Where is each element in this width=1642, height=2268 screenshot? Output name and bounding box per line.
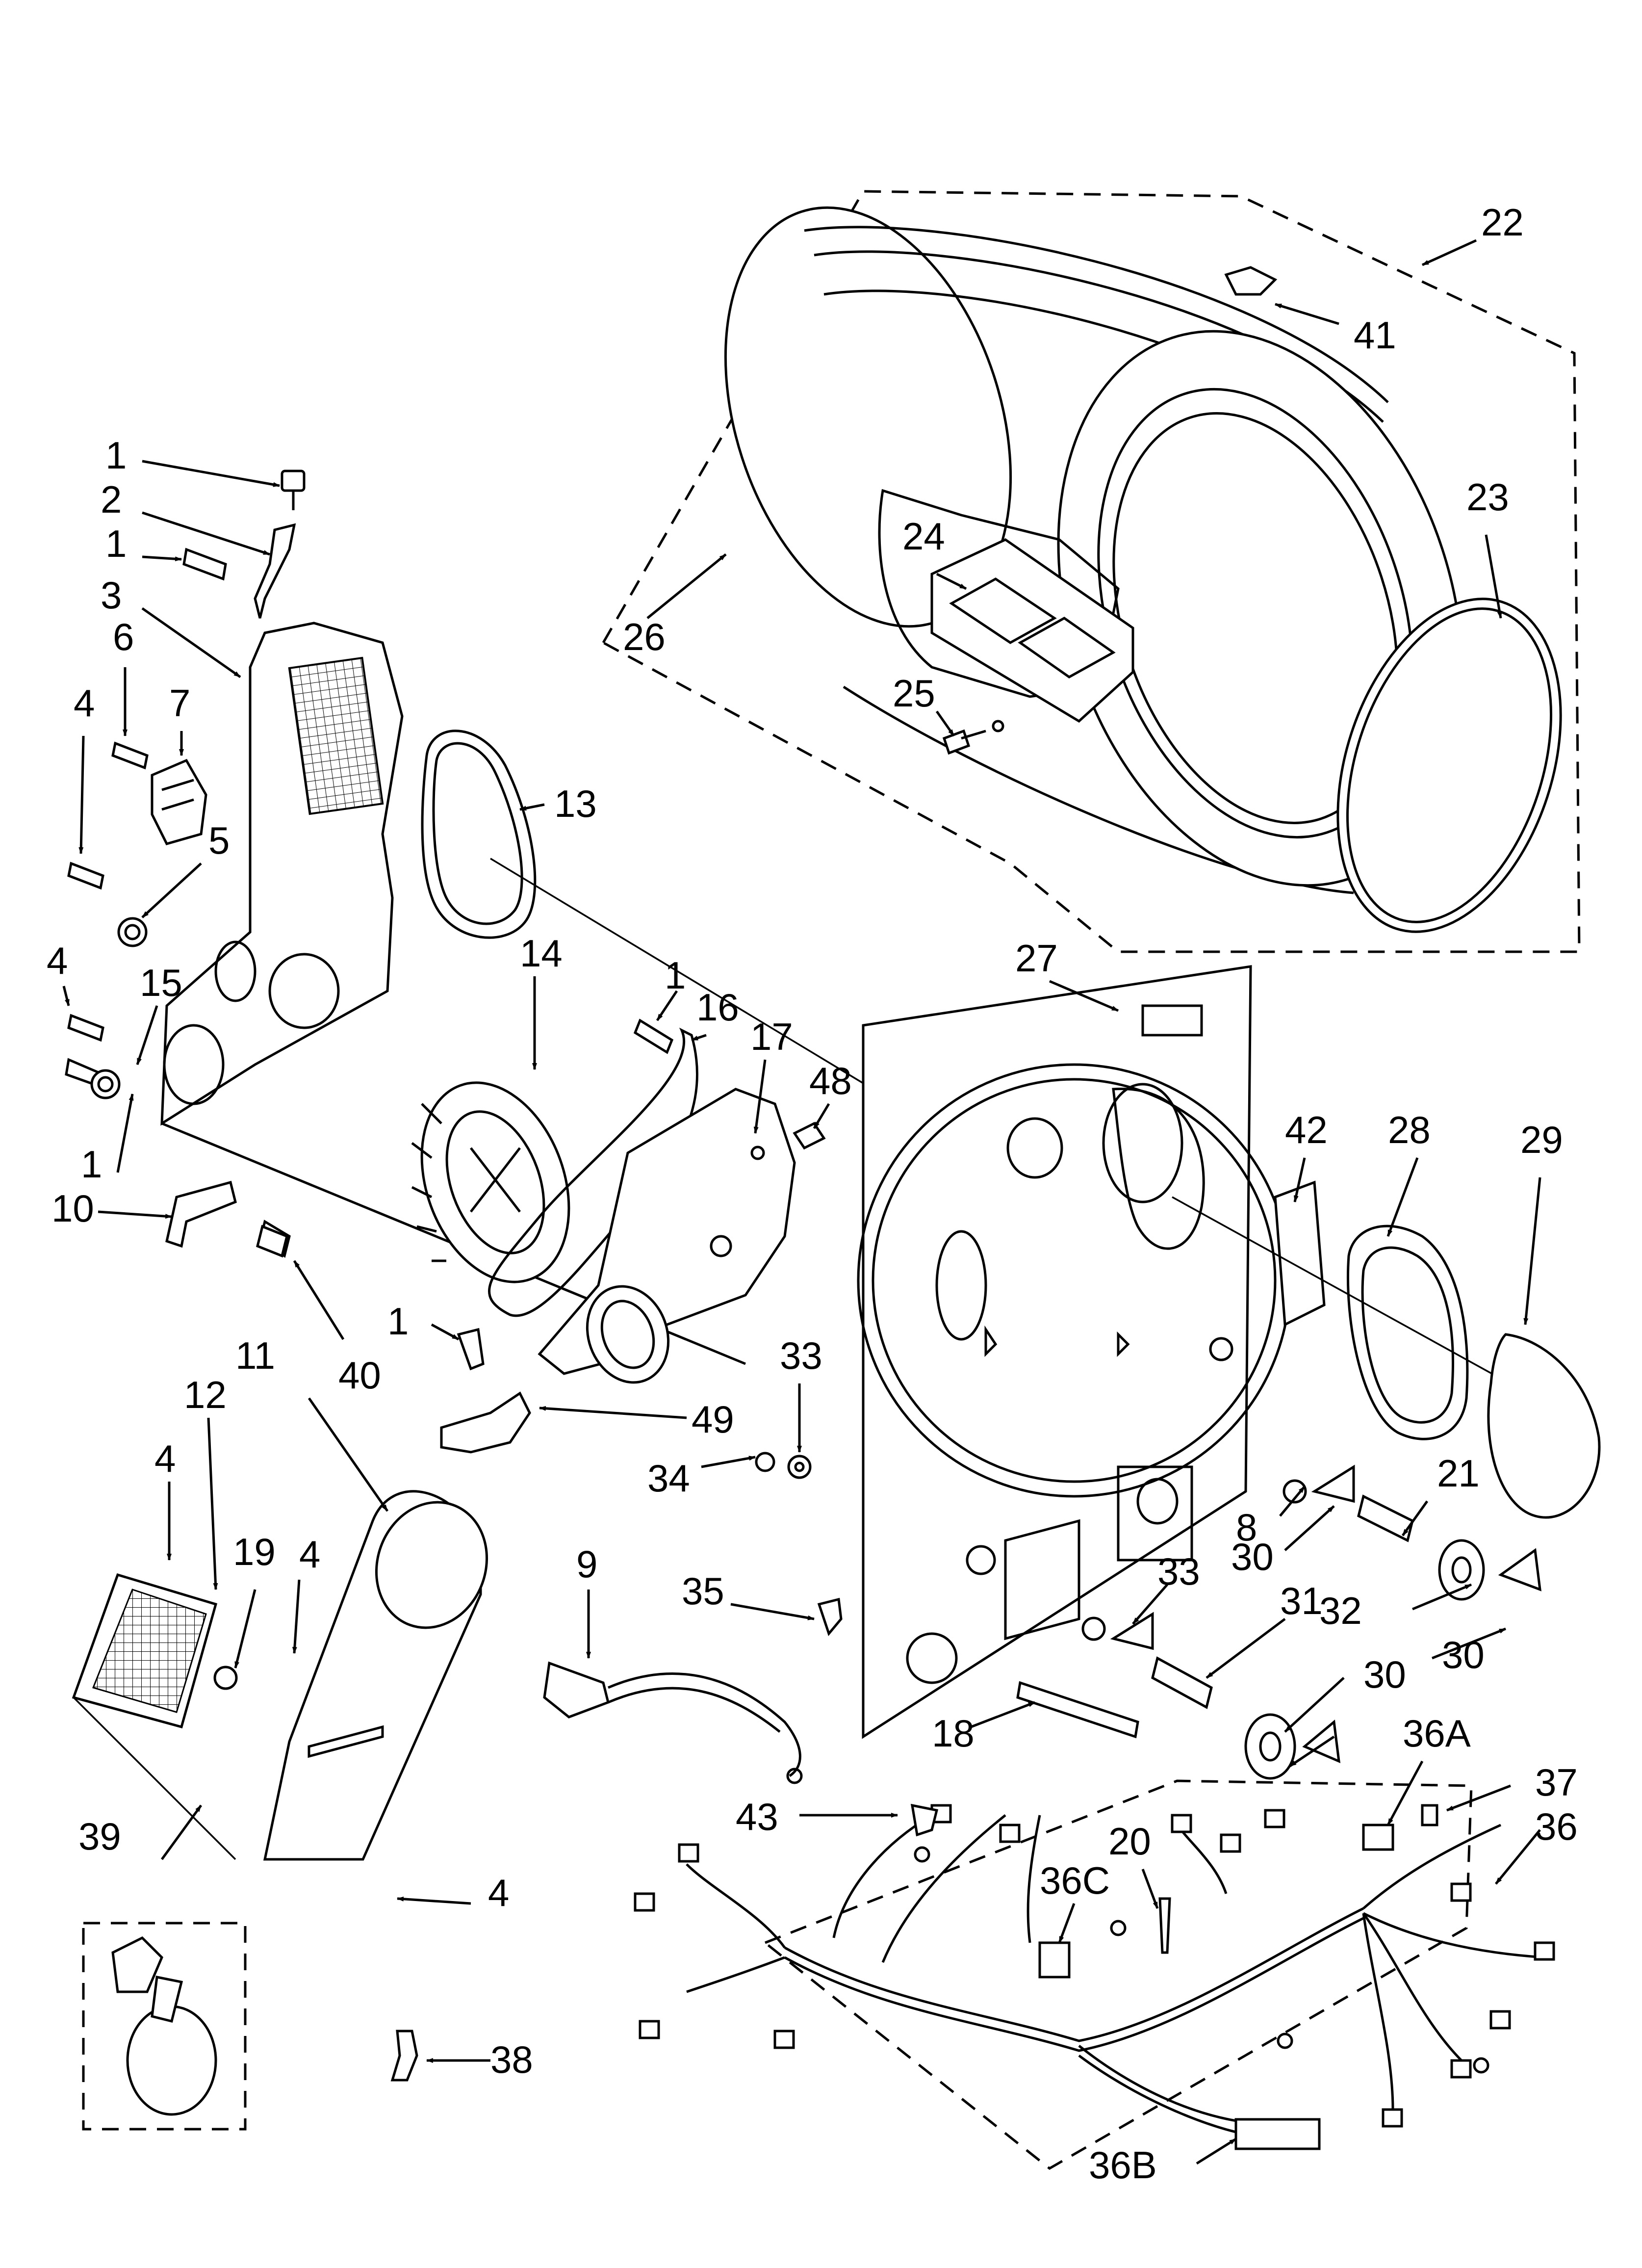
callout-31: 31 xyxy=(1280,1579,1323,1622)
callout-30a: 30 xyxy=(1231,1535,1274,1578)
wire-harness xyxy=(634,1779,1555,2170)
alignment-line-2 xyxy=(1172,1196,1501,1380)
callout-42: 42 xyxy=(1285,1108,1328,1151)
callout-12: 12 xyxy=(184,1373,227,1416)
callout-33b: 33 xyxy=(1157,1550,1200,1593)
idler-assembly-lower xyxy=(1081,1612,1341,1780)
callout-10: 10 xyxy=(51,1187,94,1230)
callout-6: 6 xyxy=(113,615,134,658)
callout-41: 41 xyxy=(1354,313,1396,357)
callout-48: 48 xyxy=(809,1059,852,1102)
callout-18: 18 xyxy=(932,1712,975,1755)
callout-20: 20 xyxy=(1108,1820,1151,1863)
callout-1d: 1 xyxy=(665,954,686,997)
blower-wheel xyxy=(411,1081,570,1283)
callout-32: 32 xyxy=(1319,1589,1362,1632)
clip-38 xyxy=(390,2030,418,2082)
callout-13: 13 xyxy=(554,782,597,825)
idler-assembly-upper xyxy=(1283,1464,1541,1601)
lint-housing xyxy=(1346,1225,1469,1440)
callout-4d: 4 xyxy=(299,1533,320,1576)
callout-30c: 30 xyxy=(1363,1653,1406,1696)
leader-lines xyxy=(62,239,1541,2165)
drum-baffle xyxy=(930,538,1134,723)
callout-labels: 1 2 1 3 6 4 7 5 4 15 1 10 40 13 14 1 16 … xyxy=(47,201,1578,2187)
plug-48 xyxy=(793,1121,826,1150)
callout-43: 43 xyxy=(736,1795,778,1838)
power-cord xyxy=(543,1661,803,1784)
callout-1a: 1 xyxy=(105,434,127,477)
lint-screen xyxy=(1274,1180,1326,1327)
callout-9: 9 xyxy=(576,1542,597,1586)
callout-36C: 36C xyxy=(1040,1859,1110,1902)
callout-2: 2 xyxy=(101,478,122,521)
callout-4b: 4 xyxy=(47,939,68,982)
callout-1c: 1 xyxy=(81,1143,102,1186)
callout-11: 11 xyxy=(235,1334,275,1377)
thermostat-15 xyxy=(90,1069,121,1099)
callout-17: 17 xyxy=(750,1015,793,1058)
callout-37: 37 xyxy=(1535,1761,1578,1804)
housing-bracket xyxy=(254,523,296,619)
callout-23: 23 xyxy=(1466,475,1509,519)
callout-26: 26 xyxy=(623,615,666,658)
callout-33a: 33 xyxy=(780,1334,822,1377)
callout-30b: 30 xyxy=(1442,1633,1485,1676)
drum-screw xyxy=(942,720,1004,755)
harness-boundary xyxy=(764,1779,1473,2170)
callout-7: 7 xyxy=(169,681,190,725)
screw-35 xyxy=(817,1597,843,1637)
front-seal xyxy=(421,730,537,939)
callout-19: 19 xyxy=(233,1530,276,1573)
heater-thermostat xyxy=(213,1666,238,1690)
exhaust-grille xyxy=(1487,1333,1601,1519)
rear-bulkhead xyxy=(857,965,1291,1739)
callout-1b: 1 xyxy=(105,522,127,565)
callout-4c: 4 xyxy=(154,1437,176,1480)
thermal-fuse xyxy=(151,758,207,845)
callout-4e: 4 xyxy=(488,1871,509,1914)
callout-38: 38 xyxy=(490,2038,533,2081)
callout-25: 25 xyxy=(893,672,935,715)
screw-40 xyxy=(256,1225,288,1258)
callout-29: 29 xyxy=(1520,1118,1563,1161)
callout-49: 49 xyxy=(692,1398,734,1441)
alignment-line xyxy=(490,858,873,1090)
screw-43 xyxy=(910,1803,939,1837)
blower-housing-rear xyxy=(538,1088,796,1384)
callout-34: 34 xyxy=(647,1457,690,1500)
service-kit xyxy=(82,1922,247,2131)
callout-35: 35 xyxy=(682,1569,724,1613)
front-duct xyxy=(263,1490,488,1861)
callout-16: 16 xyxy=(696,986,739,1029)
thermistor-18 xyxy=(1016,1681,1139,1739)
callout-1e: 1 xyxy=(387,1300,409,1343)
wire-clip xyxy=(165,1180,237,1248)
callout-22: 22 xyxy=(1481,201,1524,244)
callout-24: 24 xyxy=(902,515,945,558)
washer-and-nut xyxy=(755,1452,812,1479)
callout-39: 39 xyxy=(78,1815,121,1858)
cable-clamp xyxy=(440,1391,531,1454)
callout-14: 14 xyxy=(520,932,563,975)
callout-4a: 4 xyxy=(74,681,95,725)
callout-40: 40 xyxy=(338,1354,381,1397)
callout-36B: 36B xyxy=(1089,2143,1157,2187)
callout-3: 3 xyxy=(101,574,122,617)
drum-assembly-group xyxy=(602,190,1581,953)
callout-21: 21 xyxy=(1437,1452,1480,1495)
callout-8: 8 xyxy=(1236,1506,1257,1549)
callout-15: 15 xyxy=(140,961,182,1004)
heater-element xyxy=(72,1573,236,1860)
callout-5: 5 xyxy=(208,819,230,862)
blower-housing xyxy=(160,622,746,1365)
callout-28: 28 xyxy=(1388,1108,1431,1151)
callout-36A: 36A xyxy=(1403,1712,1471,1755)
callout-27: 27 xyxy=(1015,937,1058,980)
thermostat-5 xyxy=(117,917,148,947)
callout-36: 36 xyxy=(1535,1805,1578,1848)
drum-assembly-boundary xyxy=(602,190,1581,953)
drum-clip xyxy=(1224,266,1278,296)
